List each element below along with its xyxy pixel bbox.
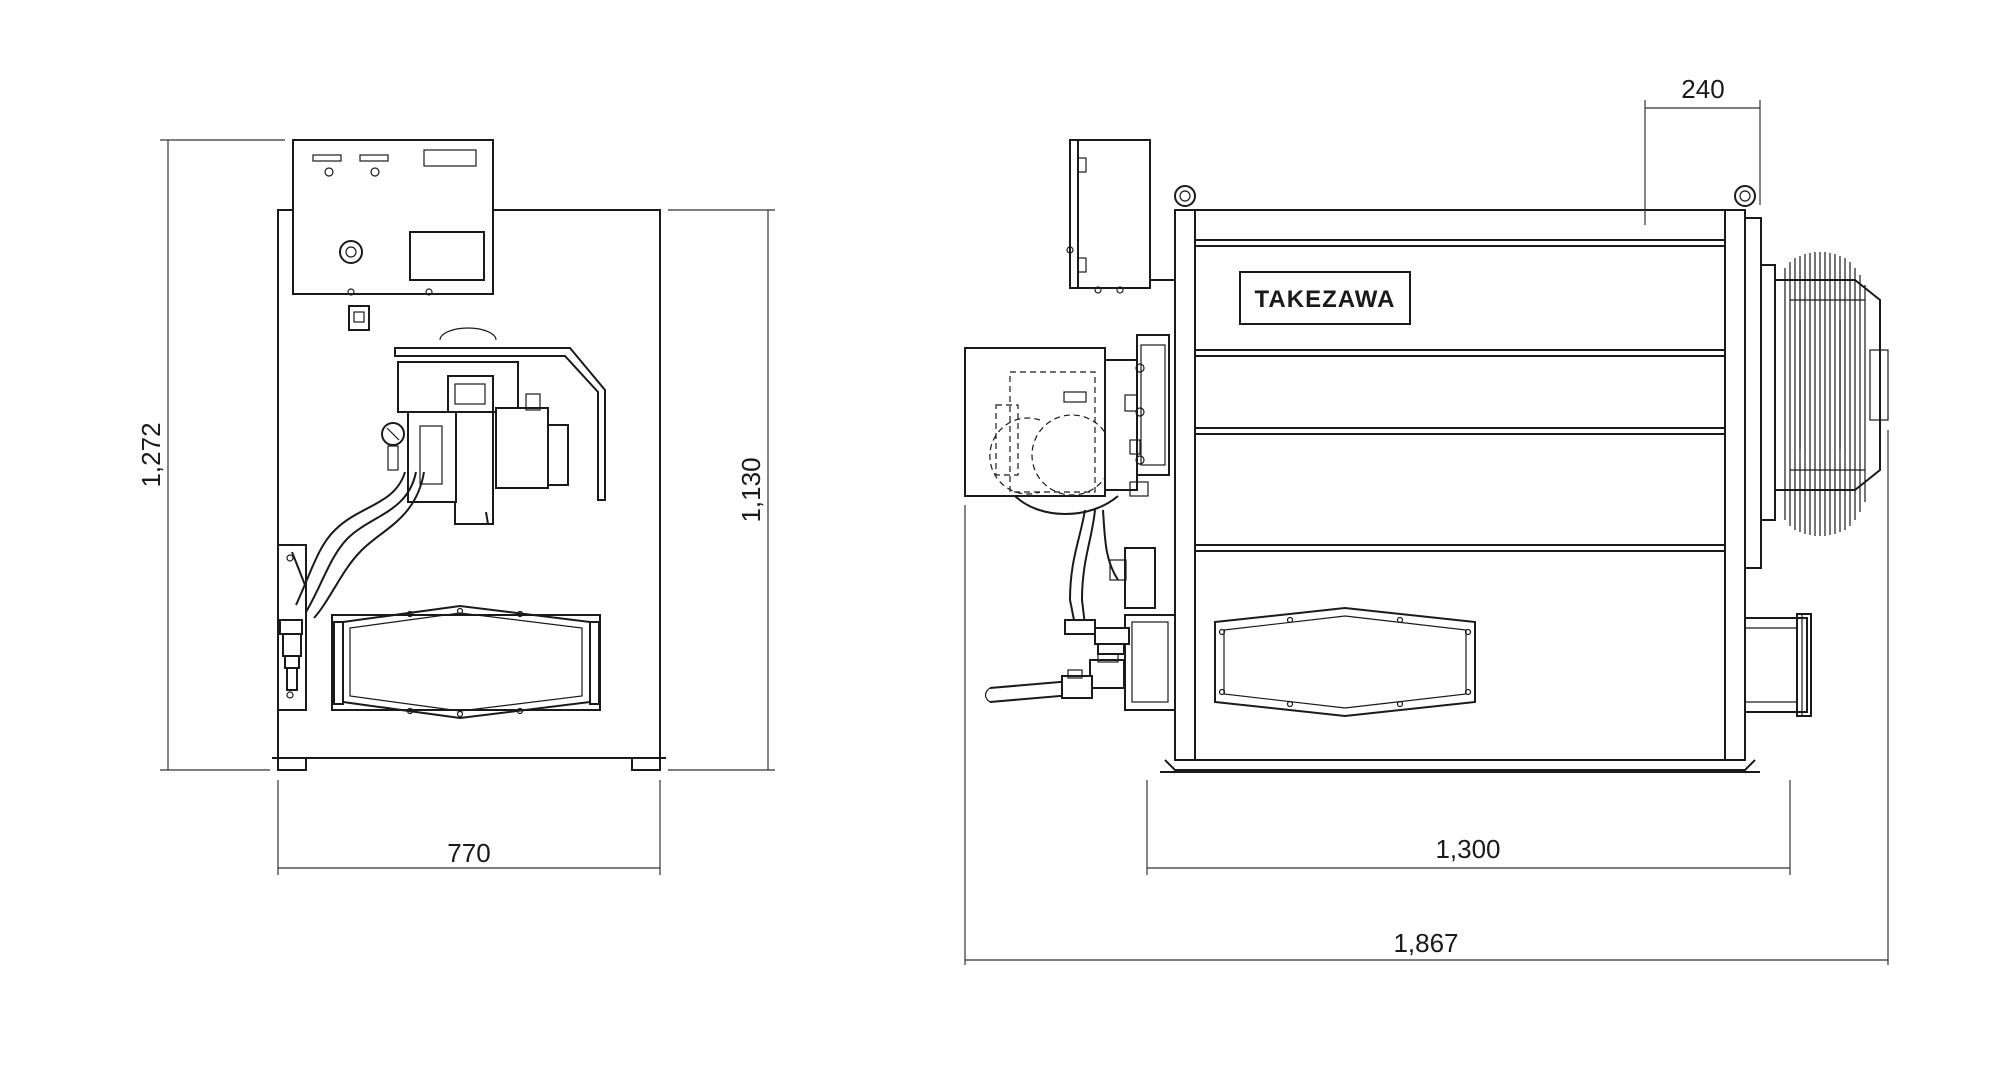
indicator-lamp-2 [370,167,380,177]
indicator-slot-2 [359,154,389,162]
side-view: TAKEZAWA [964,100,1889,965]
rear-duct [1744,613,1812,717]
side-fuel-system [984,509,1176,711]
indicator-lamp-1 [324,167,334,177]
dim-side-fan-depth: 240 [1681,74,1724,104]
control-display-window [409,231,485,281]
lifting-eye-left [1174,185,1196,207]
fan-guard [1744,217,1889,569]
brand-logo-plate [1239,271,1411,325]
indicator-slot-1 [312,154,342,162]
dim-side-total-length: 1,867 [1393,928,1458,958]
control-knob [339,240,363,264]
front-dimensions [160,139,775,875]
dim-front-body-height: 1,130 [736,457,766,522]
front-view [160,139,775,875]
dim-front-width: 770 [447,838,490,868]
dim-side-body-length: 1,300 [1435,834,1500,864]
lifting-eye-right [1734,185,1756,207]
control-panel [292,139,494,331]
side-inspection-hatch [1214,606,1476,718]
burner-housing [964,347,1106,497]
front-foot-right [631,757,661,771]
front-burner [381,327,606,525]
front-inspection-hatch [331,604,601,720]
brand-logo-text: TAKEZAWA [1255,286,1396,313]
side-control-box [1066,139,1175,294]
side-burner [964,334,1170,515]
front-fuel-hoses [277,471,425,711]
front-foot-left [277,757,307,771]
side-dimensions [964,100,1889,965]
dim-front-total-height: 1,272 [136,422,166,487]
control-label-plate [423,149,477,167]
